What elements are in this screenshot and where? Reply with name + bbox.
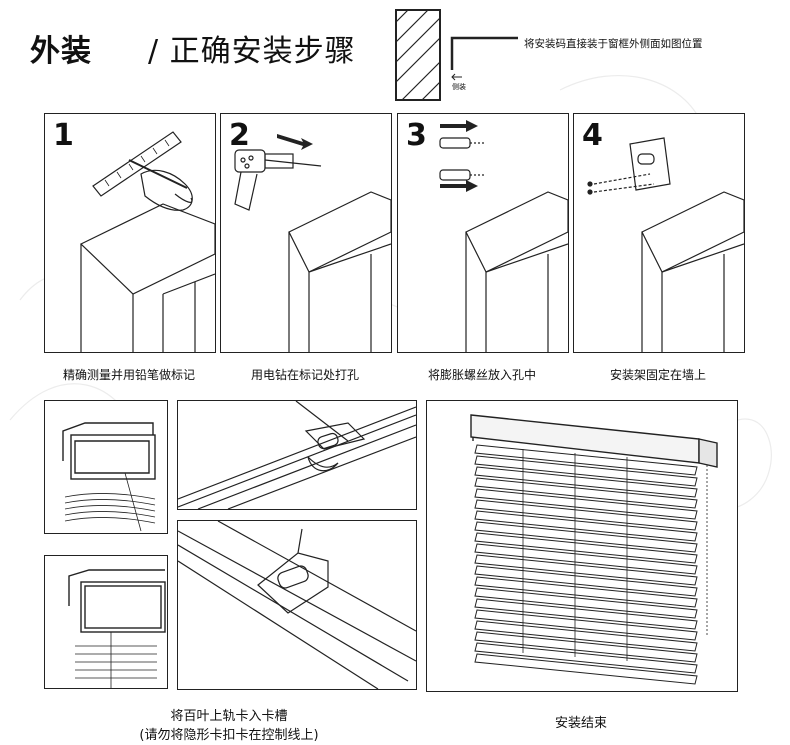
rail-clip-closeup-top (44, 400, 168, 534)
step-3-illustration (439, 120, 568, 352)
rail-insert-panel-bottom (177, 520, 417, 690)
blind-slat (474, 565, 698, 597)
step-1-panel: 1 (44, 113, 216, 353)
blind-slat (474, 477, 698, 509)
blind-slat (474, 631, 698, 663)
finished-blind-panel (426, 400, 738, 692)
title-main: 外装 (30, 34, 92, 69)
blind-slat (474, 609, 698, 641)
blind-slat (474, 620, 698, 652)
finished-blind-illustration (470, 414, 718, 685)
mount-note: 将安装码直接装于窗框外侧面如图位置 (524, 38, 703, 50)
step-2-panel: 2 (220, 113, 392, 353)
rail-caption-line2: (请勿将隐形卡扣卡在控制线上) (139, 728, 319, 743)
rail-caption-line1: 将百叶上轨卡入卡槽 (170, 709, 288, 724)
step-3-panel: 3 (397, 113, 569, 353)
title-subtitle: / 正确安装步骤 (148, 34, 356, 69)
blind-slat (474, 444, 698, 476)
step-3-number: 3 (406, 118, 427, 153)
blind-slat (474, 598, 698, 630)
rail-clip-closeup-bottom (44, 555, 168, 689)
arrow-left-icon (451, 73, 462, 81)
rail-insert-illustration-top (178, 401, 416, 509)
blind-slat (474, 587, 698, 619)
step-4-panel: 4 (573, 113, 745, 353)
blind-slat (474, 499, 698, 531)
window-frame-diagram (395, 9, 441, 101)
blind-slat (474, 455, 698, 487)
step-1-number: 1 (53, 118, 74, 153)
blind-slat (474, 642, 698, 674)
blind-slat (474, 466, 698, 498)
done-caption: 安装结束 (554, 716, 607, 731)
blind-slat (474, 510, 698, 542)
step-4-caption: 安装架固定在墙上 (609, 368, 706, 382)
step-1-caption: 精确测量并用铅笔做标记 (62, 368, 195, 382)
rail-clip-illustration-bottom (68, 569, 166, 688)
step-4-illustration (587, 137, 744, 352)
side-label: 侧装 (452, 83, 466, 91)
blind-slat (474, 576, 698, 608)
step-2-illustration (234, 134, 391, 352)
rail-clip-illustration-top (62, 422, 156, 532)
step-2-number: 2 (229, 118, 250, 153)
step-2-caption: 用电钻在标记处打孔 (250, 368, 359, 382)
step-3-caption: 将膨胀螺丝放入孔中 (427, 368, 536, 382)
rail-insert-panel-top (177, 400, 417, 510)
blind-slat (474, 488, 698, 520)
bracket-outline (450, 36, 518, 70)
blind-slat (474, 521, 698, 553)
step-1-illustration (79, 131, 215, 352)
step-4-number: 4 (582, 118, 603, 153)
rail-insert-illustration-bottom (178, 521, 416, 689)
blind-slat (474, 532, 698, 564)
blind-slat (474, 543, 698, 575)
blind-slat (474, 653, 698, 685)
blind-slat (474, 554, 698, 586)
